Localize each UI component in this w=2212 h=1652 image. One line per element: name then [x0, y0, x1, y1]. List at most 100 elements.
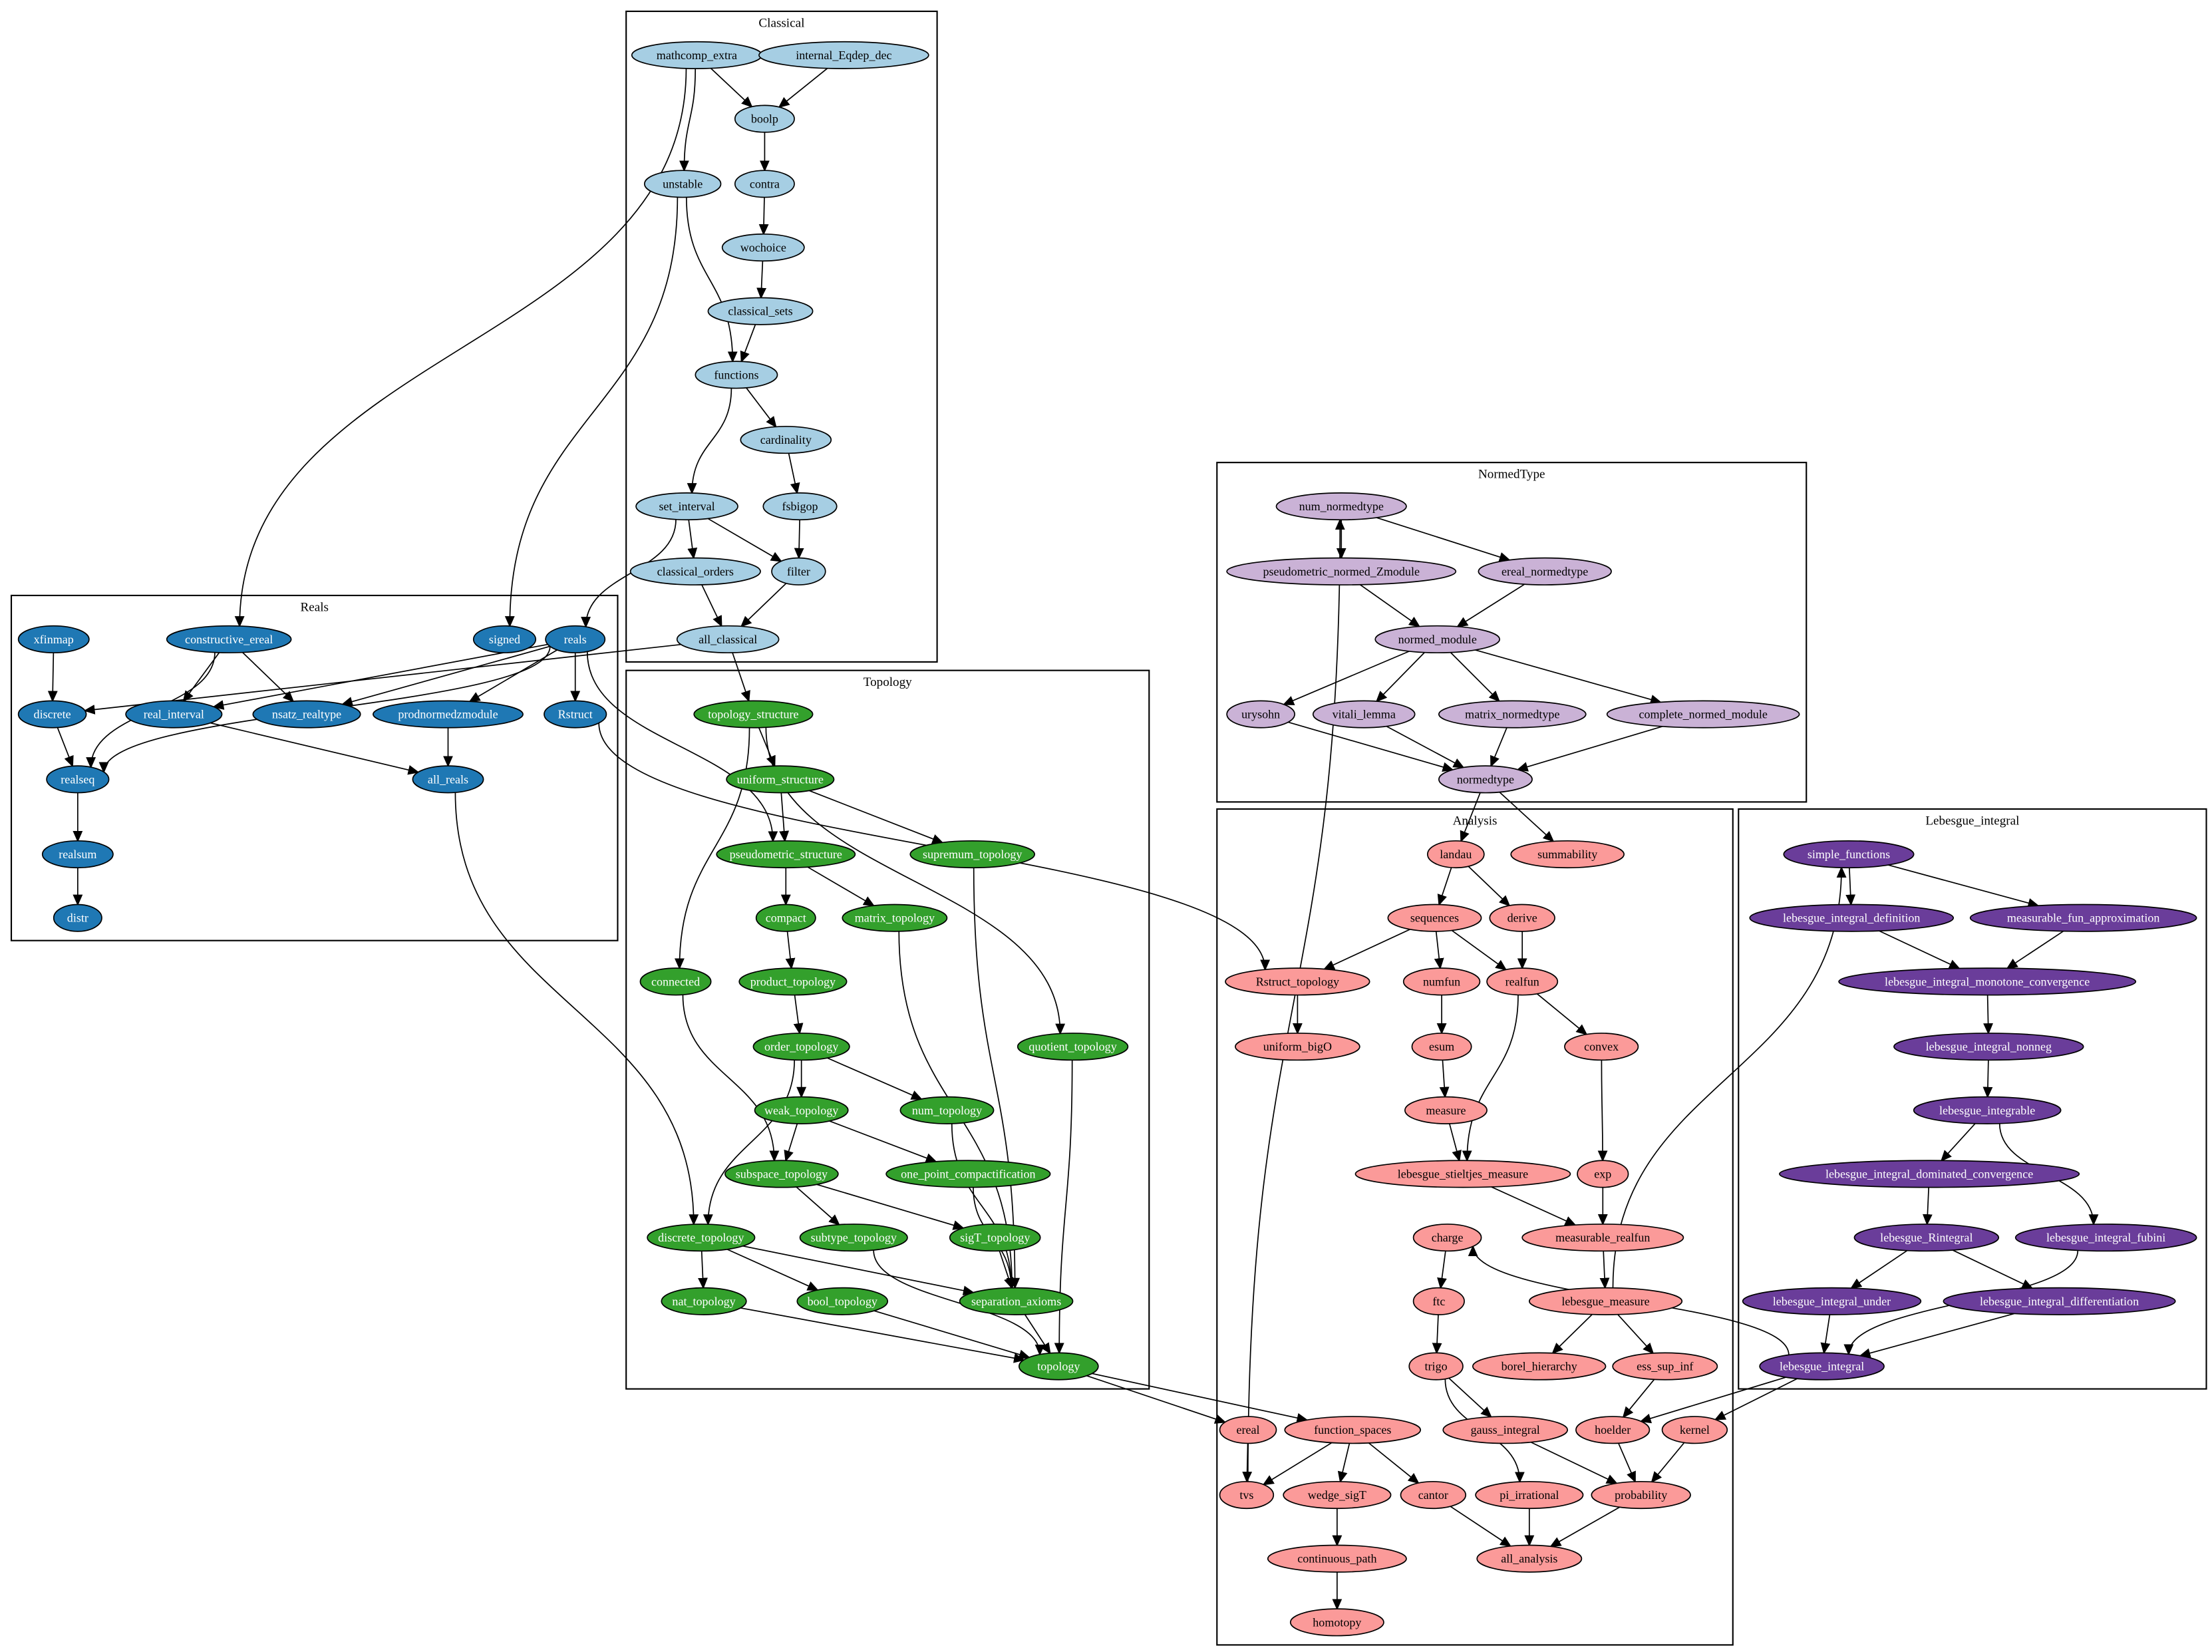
node-ellipse[interactable]	[1476, 1544, 1583, 1573]
node-topology_structure[interactable]: topology_structure	[693, 700, 814, 729]
node-ellipse[interactable]	[166, 625, 292, 653]
node-ellipse[interactable]	[716, 840, 856, 869]
node-subspace_topology[interactable]: subspace_topology	[724, 1160, 839, 1188]
node-ellipse[interactable]	[1606, 700, 1800, 729]
node-lebesgue_integral_dominated_convergence[interactable]: lebesgue_integral_dominated_convergence	[1779, 1160, 2080, 1188]
node-Rstruct_topology[interactable]: Rstruct_topology	[1225, 967, 1370, 996]
node-ellipse[interactable]	[1225, 967, 1370, 996]
node-normed_module[interactable]: normed_module	[1374, 625, 1501, 653]
node-ellipse[interactable]	[1486, 967, 1559, 996]
node-quotient_topology[interactable]: quotient_topology	[1017, 1033, 1129, 1061]
node-ellipse[interactable]	[1478, 557, 1612, 585]
node-ellipse[interactable]	[1219, 1416, 1277, 1444]
node-ellipse[interactable]	[755, 904, 816, 932]
node-realfun[interactable]: realfun	[1486, 967, 1559, 996]
node-ellipse[interactable]	[1387, 904, 1482, 932]
node-realseq[interactable]: realseq	[46, 765, 110, 794]
node-boolp[interactable]: boolp	[734, 104, 795, 133]
node-ellipse[interactable]	[1591, 1480, 1691, 1510]
node-urysohn[interactable]: urysohn	[1226, 700, 1295, 729]
node-ellipse[interactable]	[1510, 840, 1625, 869]
node-summability[interactable]: summability	[1510, 840, 1625, 869]
node-convex[interactable]: convex	[1564, 1033, 1639, 1061]
node-ellipse[interactable]	[412, 765, 484, 794]
node-ellipse[interactable]	[1969, 904, 2197, 932]
node-ellipse[interactable]	[1219, 1480, 1275, 1510]
node-ellipse[interactable]	[724, 1160, 839, 1188]
node-num_topology[interactable]: num_topology	[899, 1096, 995, 1124]
node-kernel[interactable]: kernel	[1661, 1416, 1728, 1444]
node-lebesgue_stieltjes_measure[interactable]: lebesgue_stieltjes_measure	[1354, 1160, 1571, 1188]
node-ellipse[interactable]	[1312, 700, 1416, 729]
node-filter[interactable]: filter	[771, 557, 826, 585]
node-ellipse[interactable]	[1612, 1352, 1718, 1381]
node-ellipse[interactable]	[1577, 1160, 1629, 1188]
node-set_interval[interactable]: set_interval	[635, 492, 738, 521]
node-ellipse[interactable]	[1442, 1416, 1569, 1444]
node-ellipse[interactable]	[1472, 1352, 1607, 1381]
node-ellipse[interactable]	[796, 1287, 889, 1315]
node-ellipse[interactable]	[373, 700, 524, 729]
node-signed[interactable]: signed	[472, 625, 537, 653]
node-num_normedtype[interactable]: num_normedtype	[1275, 492, 1407, 521]
node-tvs[interactable]: tvs	[1219, 1480, 1275, 1510]
node-connected[interactable]: connected	[639, 967, 712, 996]
node-ellipse[interactable]	[1404, 1096, 1488, 1124]
node-measurable_fun_approximation[interactable]: measurable_fun_approximation	[1969, 904, 2197, 932]
node-sequences[interactable]: sequences	[1387, 904, 1482, 932]
node-separation_axioms[interactable]: separation_axioms	[959, 1287, 1074, 1315]
node-one_point_compactification[interactable]: one_point_compactification	[885, 1160, 1051, 1188]
node-ellipse[interactable]	[1354, 1160, 1571, 1188]
node-nsatz_realtype[interactable]: nsatz_realtype	[252, 700, 361, 729]
node-uniform_structure[interactable]: uniform_structure	[726, 765, 835, 794]
node-matrix_normedtype[interactable]: matrix_normedtype	[1438, 700, 1587, 729]
node-ellipse[interactable]	[754, 1096, 849, 1124]
node-continuous_path[interactable]: continuous_path	[1267, 1544, 1407, 1573]
node-ellipse[interactable]	[1783, 840, 1915, 869]
node-uniform_bigO[interactable]: uniform_bigO	[1235, 1033, 1360, 1061]
node-cantor[interactable]: cantor	[1400, 1480, 1467, 1510]
node-ellipse[interactable]	[721, 233, 805, 262]
node-simple_functions[interactable]: simple_functions	[1783, 840, 1915, 869]
node-ellipse[interactable]	[1411, 1033, 1472, 1061]
node-lebesgue_Rintegral[interactable]: lebesgue_Rintegral	[1853, 1224, 2000, 1252]
node-lebesgue_integral_nonneg[interactable]: lebesgue_integral_nonneg	[1893, 1033, 2084, 1061]
node-ellipse[interactable]	[1943, 1287, 2176, 1315]
node-ellipse[interactable]	[734, 104, 795, 133]
node-ellipse[interactable]	[1575, 1416, 1651, 1444]
node-ellipse[interactable]	[1289, 1608, 1384, 1637]
node-constructive_ereal[interactable]: constructive_ereal	[166, 625, 292, 653]
node-unstable[interactable]: unstable	[643, 170, 722, 198]
node-lebesgue_integral_definition[interactable]: lebesgue_integral_definition	[1749, 904, 1955, 932]
node-probability[interactable]: probability	[1591, 1480, 1691, 1510]
node-ess_sup_inf[interactable]: ess_sup_inf	[1612, 1352, 1718, 1381]
node-ellipse[interactable]	[1742, 1287, 1922, 1315]
node-ereal[interactable]: ereal	[1219, 1416, 1277, 1444]
node-ellipse[interactable]	[758, 41, 929, 69]
node-normedtype[interactable]: normedtype	[1438, 765, 1533, 794]
node-lebesgue_integrable[interactable]: lebesgue_integrable	[1913, 1096, 2062, 1124]
node-borel_hierarchy[interactable]: borel_hierarchy	[1472, 1352, 1607, 1381]
node-pi_irrational[interactable]: pi_irrational	[1475, 1480, 1584, 1510]
node-ellipse[interactable]	[1475, 1480, 1584, 1510]
node-numfun[interactable]: numfun	[1402, 967, 1481, 996]
node-topology[interactable]: topology	[1018, 1352, 1099, 1381]
node-ellipse[interactable]	[1438, 700, 1587, 729]
node-classical_orders[interactable]: classical_orders	[629, 557, 761, 585]
node-ellipse[interactable]	[1749, 904, 1955, 932]
node-ellipse[interactable]	[1489, 904, 1555, 932]
node-sigT_topology[interactable]: sigT_topology	[949, 1224, 1041, 1252]
node-prodnormedzmodule[interactable]: prodnormedzmodule	[373, 700, 524, 729]
node-all_reals[interactable]: all_reals	[412, 765, 484, 794]
node-ellipse[interactable]	[1438, 765, 1533, 794]
node-ereal_normedtype[interactable]: ereal_normedtype	[1478, 557, 1612, 585]
node-weak_topology[interactable]: weak_topology	[754, 1096, 849, 1124]
node-ellipse[interactable]	[41, 840, 114, 869]
node-ellipse[interactable]	[1759, 1352, 1885, 1381]
node-ellipse[interactable]	[46, 765, 110, 794]
node-hoelder[interactable]: hoelder	[1575, 1416, 1651, 1444]
node-ellipse[interactable]	[762, 492, 838, 521]
node-exp[interactable]: exp	[1577, 1160, 1629, 1188]
node-fsbigop[interactable]: fsbigop	[762, 492, 838, 521]
node-ellipse[interactable]	[545, 625, 606, 653]
